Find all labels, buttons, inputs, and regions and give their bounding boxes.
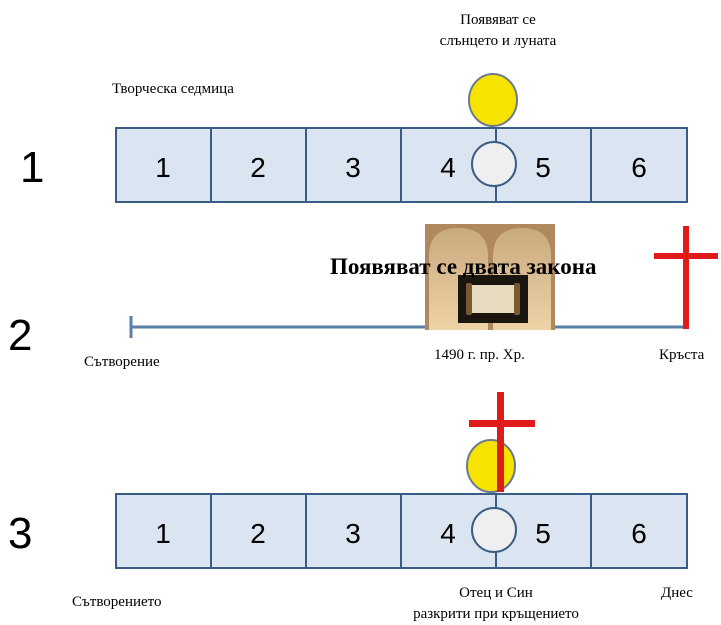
row-3-cell-1: [115, 493, 212, 569]
row-3-cell-3: [305, 493, 402, 569]
scroll-icon: [470, 285, 516, 313]
row-3-cell-4-label: 4: [440, 518, 456, 549]
row-1-cell-2: [210, 127, 307, 203]
row-3-cell-1-label: 1: [155, 518, 171, 549]
row-1-cell-1-label: 1: [155, 152, 171, 183]
cross-label: Кръста: [659, 347, 705, 363]
date-1490-label: 1490 г. пр. Хр.: [434, 347, 525, 363]
row-2-number: 2: [8, 311, 32, 360]
creation-week-label: Творческа седмица: [112, 81, 234, 97]
row-1-week-bar: 1 2 3 4 5 6: [115, 127, 688, 203]
sun-moon-caption-line2: слънцето и луната: [440, 33, 557, 49]
row-3-cell-2: [210, 493, 307, 569]
scroll-left-rod: [466, 283, 472, 315]
cross-icon: [683, 226, 689, 329]
row-3-number: 3: [8, 509, 32, 558]
today-label: Днес: [661, 585, 693, 601]
sun-moon-caption-line1: Появяват се: [460, 12, 536, 28]
cross-icon-beam: [654, 253, 718, 259]
two-laws-image: [425, 224, 555, 330]
row-1-cell-1: [115, 127, 212, 203]
row-1-cell-3-label: 3: [345, 152, 361, 183]
father-son-label-line1: Отец и Син: [459, 585, 533, 601]
cross-icon-row-3: [497, 392, 504, 492]
row-3-cell-6-label: 6: [631, 518, 647, 549]
sun-icon: [468, 73, 518, 127]
row-3-cell-6: [590, 493, 688, 569]
row-3-week-bar: 1 2 3 4 5 6: [115, 493, 688, 569]
row-1-number: 1: [20, 143, 44, 192]
sun-icon-row-3: [466, 439, 516, 493]
father-son-label-line2: разкрити при кръщението: [413, 606, 579, 622]
row-3-cell-5-label: 5: [535, 518, 551, 549]
row-1-cell-4-label: 4: [440, 152, 456, 183]
row-3-cell-3-label: 3: [345, 518, 361, 549]
row-1-cell-3: [305, 127, 402, 203]
creation-label: Сътворение: [84, 354, 160, 370]
scroll-right-rod: [514, 283, 520, 315]
moon-icon-row-3: [471, 507, 517, 553]
row-3-cell-2-label: 2: [250, 518, 266, 549]
row-1-cell-6-label: 6: [631, 152, 647, 183]
creation-label-row-3: Сътворението: [72, 594, 162, 610]
row-1-cell-6: [590, 127, 688, 203]
cross-icon-row-3-beam: [469, 420, 535, 427]
two-laws-title: Появяват се двата закона: [330, 254, 597, 279]
row-1-cell-2-label: 2: [250, 152, 266, 183]
moon-icon: [471, 141, 517, 187]
row-1-cell-5-label: 5: [535, 152, 551, 183]
